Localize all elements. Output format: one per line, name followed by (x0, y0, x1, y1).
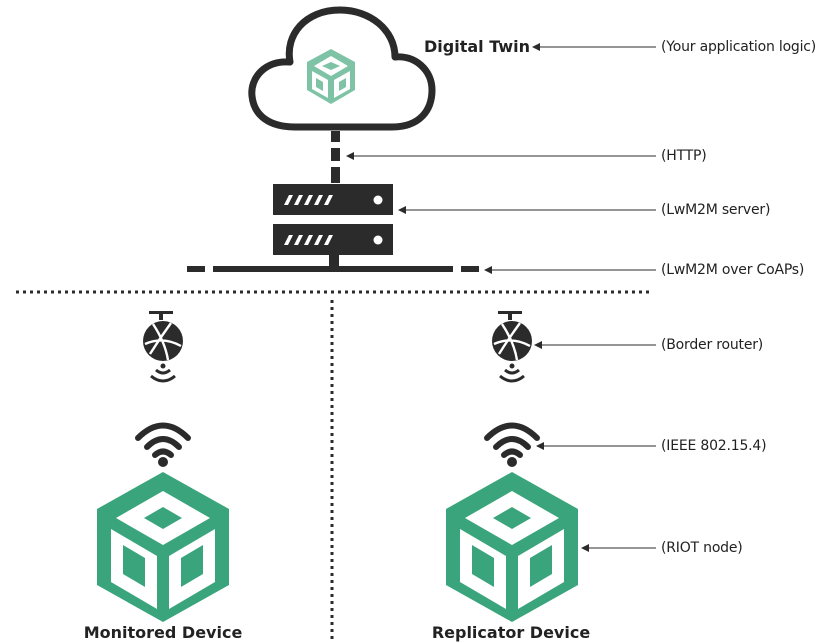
label-riot-node: (RIOT node) (661, 540, 743, 556)
label-lwm2m-server: (LwM2M server) (661, 202, 771, 218)
riot-node-icon-right (446, 472, 578, 622)
label-ieee: (IEEE 802.15.4) (661, 438, 767, 454)
replicator-device-label: Replicator Device (431, 623, 591, 642)
http-link (331, 131, 340, 183)
label-app-logic: (Your application logic) (661, 39, 817, 55)
riot-node-icon-left (97, 472, 229, 622)
border-router-icon-left (143, 311, 183, 383)
digital-twin-title: Digital Twin (424, 37, 531, 56)
server-icon (273, 184, 393, 255)
monitored-device-label: Monitored Device (83, 623, 243, 642)
label-border-router: (Border router) (661, 337, 764, 353)
cloud-icon (248, 6, 436, 131)
digital-twin-cube-icon (307, 49, 355, 104)
wifi-icon-right (484, 422, 540, 467)
wifi-icon-left (135, 422, 191, 467)
network-bus (187, 255, 479, 272)
annotation-arrows (346, 43, 656, 552)
label-http: (HTTP) (661, 148, 707, 164)
border-router-icon-right (492, 311, 532, 383)
label-lwm2m-coaps: (LwM2M over CoAPs) (661, 262, 805, 278)
